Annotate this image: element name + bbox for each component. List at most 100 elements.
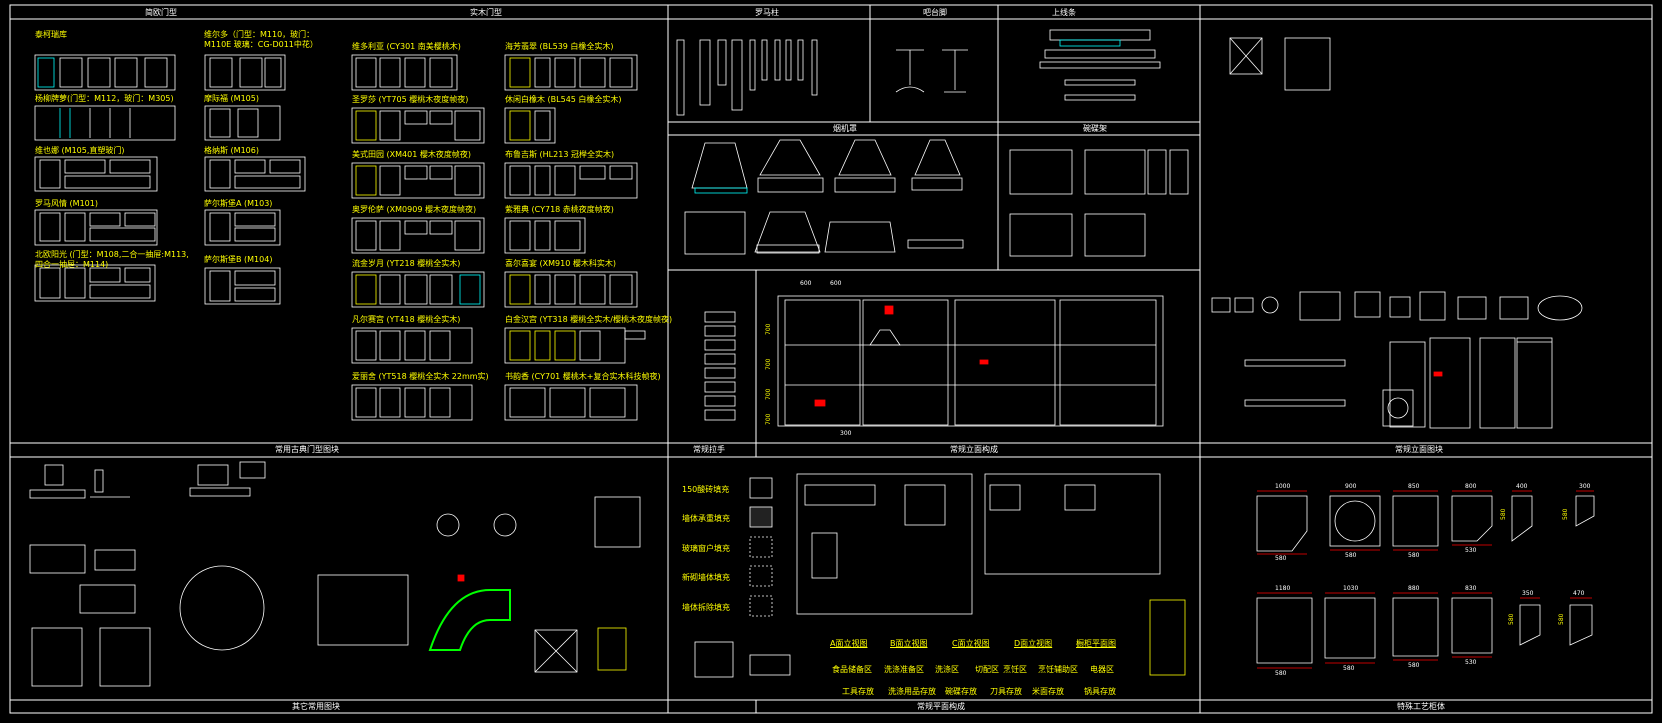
plan-storage: 洗涤用品存放: [888, 687, 936, 696]
special-dim: 350: [1522, 590, 1534, 597]
top-line-blocks: [1039, 29, 1161, 101]
special-dim: 580: [1343, 665, 1355, 672]
solid-label: 圣罗莎 (YT705 樱桃木夜度帧夜): [352, 95, 469, 104]
special-dim: 300: [1579, 483, 1591, 490]
solid-label: 喜尔喜宴 (XM910 樱木科实木): [505, 259, 616, 268]
elevation-dim-side: 700: [765, 413, 772, 425]
plan-storage: 碗碟存放: [945, 687, 977, 696]
plan-tag: B面立视图: [890, 639, 928, 648]
special-dim: 1180: [1275, 585, 1291, 592]
fill-label: 墙体拆除填充: [682, 603, 730, 612]
elevation-dim-side: 700: [765, 358, 772, 370]
fill-label: 新砌墙体填充: [682, 573, 730, 582]
elevation-dim-side: 700: [765, 323, 772, 335]
europe-label: 维尔多（门型：M110，玻门： M110E 玻璃：CG-D011中花）: [204, 30, 318, 49]
bar-stand-blocks: [895, 49, 968, 93]
europe-label: 格纳斯 (M106): [204, 146, 259, 155]
fill-label: 玻璃窗户填充: [682, 544, 730, 553]
elevation-drawing: [777, 295, 1164, 427]
europe-label: 摩际福 (M105): [204, 94, 259, 103]
header-elevation: 常规立面构成: [950, 445, 998, 454]
europe-label: 泰柯瑞库: [35, 30, 67, 39]
plan-zone: 切配区: [975, 665, 999, 674]
solid-label: 美式田园 (XM401 樱木夜度帧夜): [352, 150, 471, 159]
special-dim-side: 580: [1500, 508, 1507, 520]
solid-label: 白金汉宫 (YT318 樱桃全实木/樱桃木夜度帧夜): [505, 315, 673, 324]
europe-label: 北欧阳光 (门型：M108,二合一抽屉:M113, 四合一抽屉：M114): [35, 250, 189, 269]
special-dim: 580: [1345, 552, 1357, 559]
plan-storage: 锅具存放: [1084, 687, 1116, 696]
europe-label: 维也娜 (M105,直塑玻门): [35, 146, 125, 155]
solid-label: 书韵香 (CY701 樱桃木+复合实木科技帧夜): [505, 372, 661, 381]
header-top-line: 上线条: [1052, 8, 1076, 17]
solid-label: 海芳翡翠 (BL539 白橡全实木): [505, 42, 614, 51]
outer-frame: [9, 4, 1653, 714]
plan-zone: 洗涤区: [935, 665, 959, 674]
header-solid-door: 实木门型: [470, 8, 502, 17]
special-dim: 880: [1408, 585, 1420, 592]
roman-column-blocks: [676, 39, 818, 116]
plan-tag: D面立视图: [1014, 639, 1053, 648]
solid-label: 紫雅典 (CY718 赤桃夜度帧夜): [505, 205, 614, 214]
header-plan: 常规平面构成: [917, 702, 965, 711]
europe-label: 罗马风情 (M101): [35, 199, 98, 208]
range-hood-blocks: [684, 139, 964, 255]
solid-label: 布鲁吉斯 (HL213 冠榉全实木): [505, 150, 615, 159]
header-other-blocks: 其它常用图块: [292, 702, 340, 711]
elevation-dim-bottom: 300: [840, 430, 852, 437]
special-dim: 580: [1408, 662, 1420, 669]
special-dim-side: 580: [1508, 613, 1515, 625]
other-blocks: [29, 461, 641, 687]
plan-tag: C面立视图: [952, 639, 990, 648]
europe-door-blocks: [34, 54, 306, 305]
corner-blocks: [1229, 37, 1331, 91]
special-dim: 580: [1408, 552, 1420, 559]
europe-label: 杨柳牌萝(门型：M112，玻门：M305): [35, 94, 174, 103]
special-dim-lines: [1257, 490, 1594, 669]
fill-label: 墙体承重填充: [682, 514, 730, 523]
special-dim: 1000: [1275, 483, 1291, 490]
solid-label: 凡尔赛宫 (YT418 樱桃全实木): [352, 315, 461, 324]
header-classical-doors: 常用古典门型图块: [275, 445, 339, 454]
solid-label: 休闲白橡木 (BL545 白橡全实木): [505, 95, 622, 104]
plan-storage: 工具存放: [842, 687, 874, 696]
header-europe-door: 简欧门型: [145, 8, 177, 17]
handle-blocks: [704, 311, 736, 421]
elevation-blocks: [1211, 291, 1583, 429]
elevation-dim: 600: [800, 280, 812, 287]
shelf-blocks: [1009, 149, 1189, 257]
solid-door-blocks: [351, 54, 646, 421]
special-dim: 400: [1516, 483, 1528, 490]
plan-zone: 烹饪区: [1003, 665, 1027, 674]
europe-label: 萨尔斯堡A (M103): [204, 199, 273, 208]
header-special: 特殊工艺柜体: [1397, 702, 1445, 711]
elevation-dim: 600: [830, 280, 842, 287]
special-cabinets: [1256, 495, 1595, 664]
header-shelf: 碗碟架: [1083, 124, 1107, 133]
header-elevation-blocks: 常规立面图块: [1395, 445, 1443, 454]
plan-zone: 电器区: [1090, 665, 1114, 674]
special-dim-side: 580: [1558, 613, 1565, 625]
header-range-hood: 烟机罩: [833, 124, 857, 133]
plan-zone: 洗涤准备区: [884, 665, 924, 674]
special-dim: 830: [1465, 585, 1477, 592]
plan-storage: 米面存放: [1032, 687, 1064, 696]
plan-drawing: [796, 473, 1186, 676]
plan-zone: 烹饪辅助区: [1038, 665, 1078, 674]
special-dim-side: 580: [1562, 508, 1569, 520]
plan-zone: 食品储备区: [832, 665, 872, 674]
special-dim: 800: [1465, 483, 1477, 490]
plan-storage: 刀具存放: [990, 687, 1022, 696]
special-dim: 530: [1465, 659, 1477, 666]
plan-tag: A面立视图: [830, 639, 868, 648]
special-dim: 850: [1408, 483, 1420, 490]
special-dim: 580: [1275, 670, 1287, 677]
special-dim: 470: [1573, 590, 1585, 597]
plan-tag: 橱柜平面图: [1076, 639, 1116, 648]
solid-label: 流金岁月 (YT218 樱桃全实木): [352, 259, 461, 268]
solid-label: 奥罗伦萨 (XM0909 樱木夜度帧夜): [352, 205, 477, 214]
fill-label: 150酸砖填充: [682, 485, 730, 494]
special-dim: 580: [1275, 555, 1287, 562]
header-roman-column: 罗马柱: [755, 8, 779, 17]
